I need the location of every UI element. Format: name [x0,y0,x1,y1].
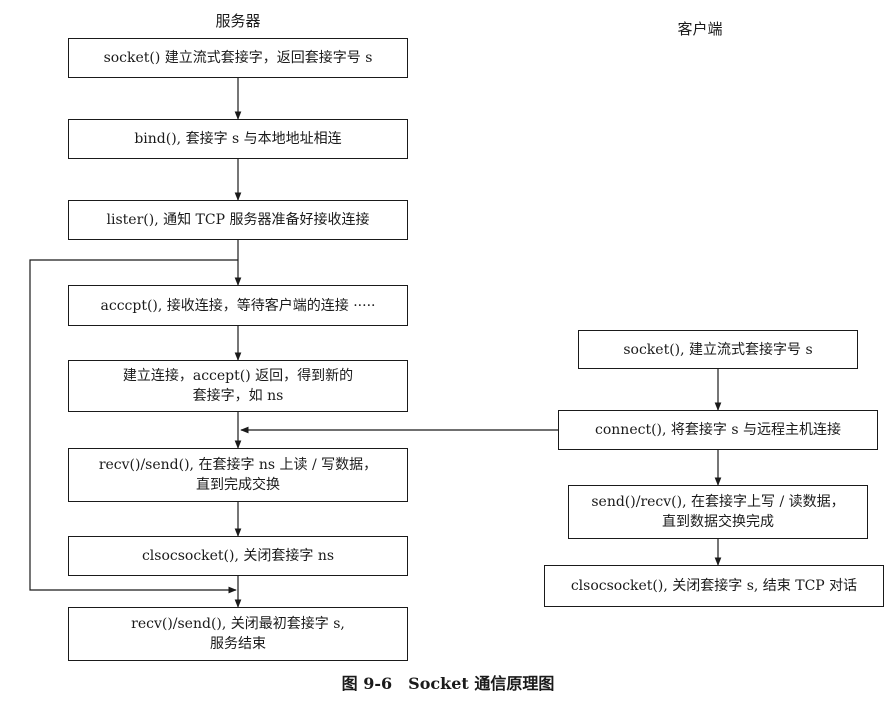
client-step-close: clsocsocket(), 关闭套接字 s, 结束 TCP 对话 [544,565,884,607]
server-step-accept: acccpt(), 接收连接，等待客户端的连接 ····· [68,285,408,326]
step-text: clsocsocket(), 关闭套接字 s, 结束 TCP 对话 [570,578,858,594]
step-text: 建立连接，accept() 返回，得到新的 [122,368,354,384]
step-text: bind(), 套接字 s 与本地地址相连 [134,131,342,147]
step-text: recv()/send(), 关闭最初套接字 s, [131,616,345,632]
step-text: socket(), 建立流式套接字号 s [623,341,813,358]
step-text: recv()/send(), 在套接字 ns 上读 / 写数据， [98,457,378,473]
step-text-2: 直到数据交换完成 [661,514,774,530]
step-text: clsocsocket(), 关闭套接字 ns [141,548,335,564]
step-text: lister(), 通知 TCP 服务器准备好接收连接 [106,212,370,228]
server-step-listen: lister(), 通知 TCP 服务器准备好接收连接 [68,200,408,240]
client-title: 客户端 [677,20,723,38]
client-step-connect: connect(), 将套接字 s 与远程主机连接 [558,410,878,450]
client-step-socket: socket(), 建立流式套接字号 s [578,330,858,369]
server-step-close-s: recv()/send(), 关闭最初套接字 s, 服务结束 [68,607,408,661]
loop-back-line [29,259,238,594]
step-text-2: 服务结束 [209,636,266,652]
step-text: socket() 建立流式套接字，返回套接字号 s [103,50,373,66]
server-step-bind: bind(), 套接字 s 与本地地址相连 [68,119,408,159]
server-step-socket: socket() 建立流式套接字，返回套接字号 s [68,38,408,78]
step-text: send()/recv(), 在套接字上写 / 读数据， [591,494,845,510]
step-text-2: 直到完成交换 [195,477,280,493]
step-text: connect(), 将套接字 s 与远程主机连接 [595,422,841,438]
server-step-established: 建立连接，accept() 返回，得到新的 套接字，如 ns [68,360,408,412]
figure-caption: 图 9-6 Socket 通信原理图 [341,674,555,693]
client-step-send-recv: send()/recv(), 在套接字上写 / 读数据， 直到数据交换完成 [568,485,868,539]
step-text: acccpt(), 接收连接，等待客户端的连接 ····· [100,297,376,314]
server-step-close-ns: clsocsocket(), 关闭套接字 ns [68,536,408,576]
server-title: 服务器 [215,12,261,30]
step-text-2: 套接字，如 ns [192,388,284,404]
server-step-recv-send: recv()/send(), 在套接字 ns 上读 / 写数据， 直到完成交换 [68,448,408,502]
